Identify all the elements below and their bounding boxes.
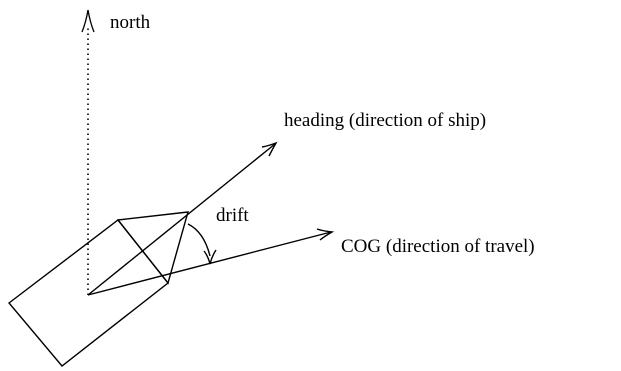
heading-label: heading (direction of ship) [284,110,487,131]
ship-hull [7,219,169,367]
heading-arrow-line [87,143,276,296]
drift-angle-arc [187,223,211,257]
ship-bow [116,211,189,285]
drift-label: drift [216,205,249,226]
cog-label: COG (direction of travel) [341,236,535,257]
north-label: north [110,12,151,33]
heading-arrowhead [261,141,278,157]
cog-arrowhead [316,228,335,241]
north-arrowhead [81,9,95,33]
drift-arc-arrowhead [203,249,217,265]
